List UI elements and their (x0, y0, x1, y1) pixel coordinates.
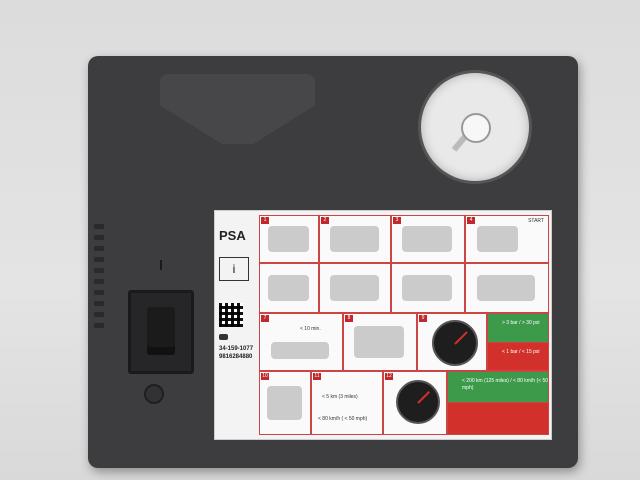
switch-on-mark (160, 260, 162, 270)
power-rocker[interactable] (147, 307, 175, 355)
pressure-dial-icon (432, 320, 478, 366)
tire-inflator-device: PSA i 34-159-1077 9816284880 1 2 3 4 STA… (88, 56, 578, 468)
green-bottom-text: < 200 km (125 miles) / < 80 km/h (< 50 m… (462, 378, 549, 391)
result-green-bottom: < 200 km (125 miles) / < 80 km/h (< 50 m… (447, 371, 549, 403)
step-4: 4 START (465, 215, 549, 263)
step-2: 2 (319, 215, 391, 263)
mounting-screw (144, 384, 164, 404)
speed-text: < 80 km/h ( < 50 mph) (318, 416, 368, 422)
result-red-top: < 1 bar / < 15 psi (487, 342, 549, 371)
info-book-icon: i (219, 257, 249, 281)
start-text: START (528, 218, 544, 224)
step-1: 1 (259, 215, 319, 263)
step-9: 9 (417, 313, 487, 371)
label-brand-column: PSA i 34-159-1077 9816284880 (219, 215, 255, 435)
brand-logo: PSA (219, 228, 246, 243)
step-1b (259, 263, 319, 313)
step-5 (391, 263, 465, 313)
green-top-text: > 3 bar / > 30 psi (502, 320, 540, 326)
step-12: 12 (383, 371, 447, 435)
video-icon (219, 334, 228, 340)
pressure-dial-icon-2 (396, 380, 440, 424)
instruction-label: PSA i 34-159-1077 9816284880 1 2 3 4 STA… (214, 210, 552, 440)
pressure-gauge (418, 70, 532, 184)
step-11: 11 < 5 km (3 miles) < 80 km/h ( < 50 mph… (311, 371, 383, 435)
step-6 (465, 263, 549, 313)
step-3: 3 (391, 215, 465, 263)
gauge-hub (461, 113, 491, 143)
step-2b (319, 263, 391, 313)
step-7: 7 < 10 min. (259, 313, 343, 371)
qr-code-icon (219, 303, 243, 327)
ventilation-ribs (94, 224, 104, 344)
result-red-bottom (447, 402, 549, 435)
red-top-text: < 1 bar / < 15 psi (502, 349, 540, 355)
step-10: 10 (259, 371, 311, 435)
time-limit-text: < 10 min. (300, 326, 321, 332)
part-number-2: 9816284880 (219, 354, 253, 360)
instruction-steps-grid: 1 2 3 4 START 7 < 10 min. 8 9 (259, 215, 549, 435)
hose-compartment (160, 74, 315, 144)
result-green-top: > 3 bar / > 30 psi (487, 313, 549, 343)
step-8: 8 (343, 313, 417, 371)
power-switch[interactable] (128, 290, 194, 374)
distance-text: < 5 km (3 miles) (322, 394, 358, 400)
part-number-1: 34-159-1077 (219, 346, 254, 352)
